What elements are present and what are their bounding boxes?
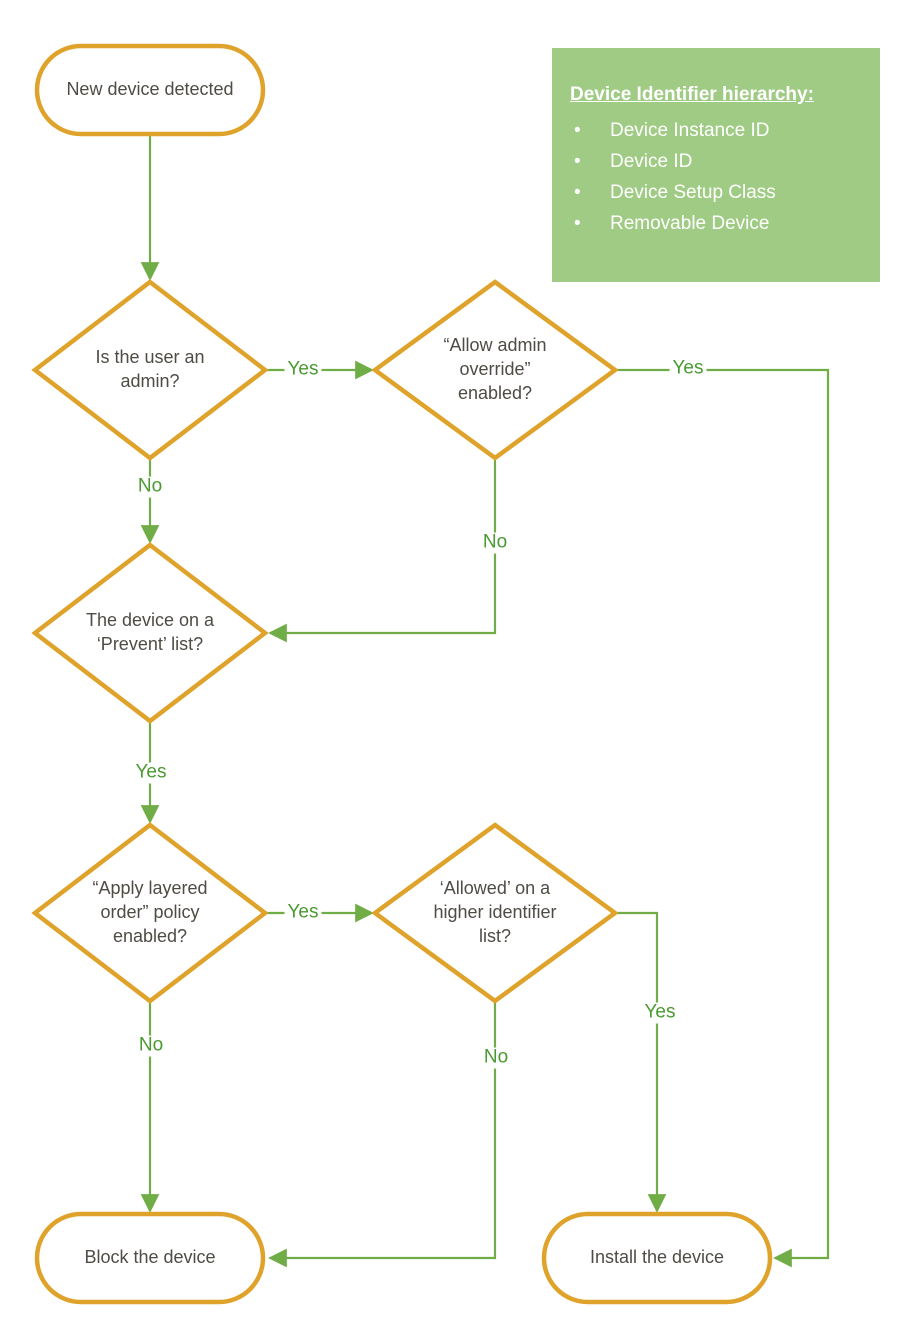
- edge-label-admin-no: No: [134, 476, 166, 498]
- device-identifier-hierarchy-note: Device Identifier hierarchy: • Device In…: [552, 48, 880, 282]
- note-item-label: Device ID: [610, 151, 693, 172]
- prevent-decision-label: The device on a ‘Prevent’ list?: [85, 610, 215, 654]
- note-title: Device Identifier hierarchy:: [570, 84, 814, 105]
- override-decision-shape: [371, 279, 619, 461]
- higher-decision-shape: [371, 822, 619, 1004]
- edge-label-override-yes: Yes: [669, 358, 707, 380]
- edge-label-higher-yes: Yes: [641, 1002, 679, 1024]
- edge-label-higher-no: No: [480, 1047, 512, 1069]
- start-terminator-shape: [34, 43, 266, 137]
- start-terminator-label: New device detected: [66, 79, 234, 100]
- layered-decision-label: “Apply layered order” policy enabled?: [92, 878, 208, 946]
- install-terminator-shape: [541, 1211, 773, 1305]
- override-decision-label: “Allow admin override” enabled?: [443, 335, 547, 403]
- block-terminator-shape: [34, 1211, 266, 1305]
- edge-label-override-no: No: [479, 532, 511, 554]
- edge-label-layered-yes: Yes: [284, 902, 322, 924]
- bullet-icon: •: [574, 182, 581, 203]
- list-item: • Removable Device: [570, 208, 868, 239]
- edge-higher-no-to-block: [268, 1003, 497, 1268]
- edge-label-layered-no: No: [135, 1035, 167, 1057]
- block-terminator-label: Block the device: [84, 1247, 216, 1268]
- bullet-icon: •: [574, 213, 581, 234]
- bullet-icon: •: [574, 120, 581, 141]
- note-item-label: Device Instance ID: [610, 120, 770, 141]
- list-item: • Device Instance ID: [570, 115, 868, 146]
- note-item-label: Removable Device: [610, 213, 770, 234]
- bullet-icon: •: [574, 151, 581, 172]
- install-terminator-label: Install the device: [589, 1247, 725, 1268]
- admin-decision-label: Is the user an admin?: [95, 347, 205, 391]
- edge-higher-yes-to-install: [617, 911, 667, 1213]
- prevent-decision-shape: [31, 542, 269, 724]
- admin-decision-shape: [31, 279, 269, 461]
- edge-override-yes-to-install: [617, 368, 830, 1268]
- higher-decision-label: ‘Allowed’ on a higher identifier list?: [433, 878, 557, 946]
- layered-decision-shape: [31, 822, 269, 1004]
- edge-label-prevent-yes: Yes: [132, 762, 170, 784]
- note-item-label: Device Setup Class: [610, 182, 776, 203]
- edge-override-no-to-prevent: [268, 460, 497, 643]
- list-item: • Device Setup Class: [570, 177, 868, 208]
- list-item: • Device ID: [570, 146, 868, 177]
- edge-label-admin-yes: Yes: [284, 359, 322, 381]
